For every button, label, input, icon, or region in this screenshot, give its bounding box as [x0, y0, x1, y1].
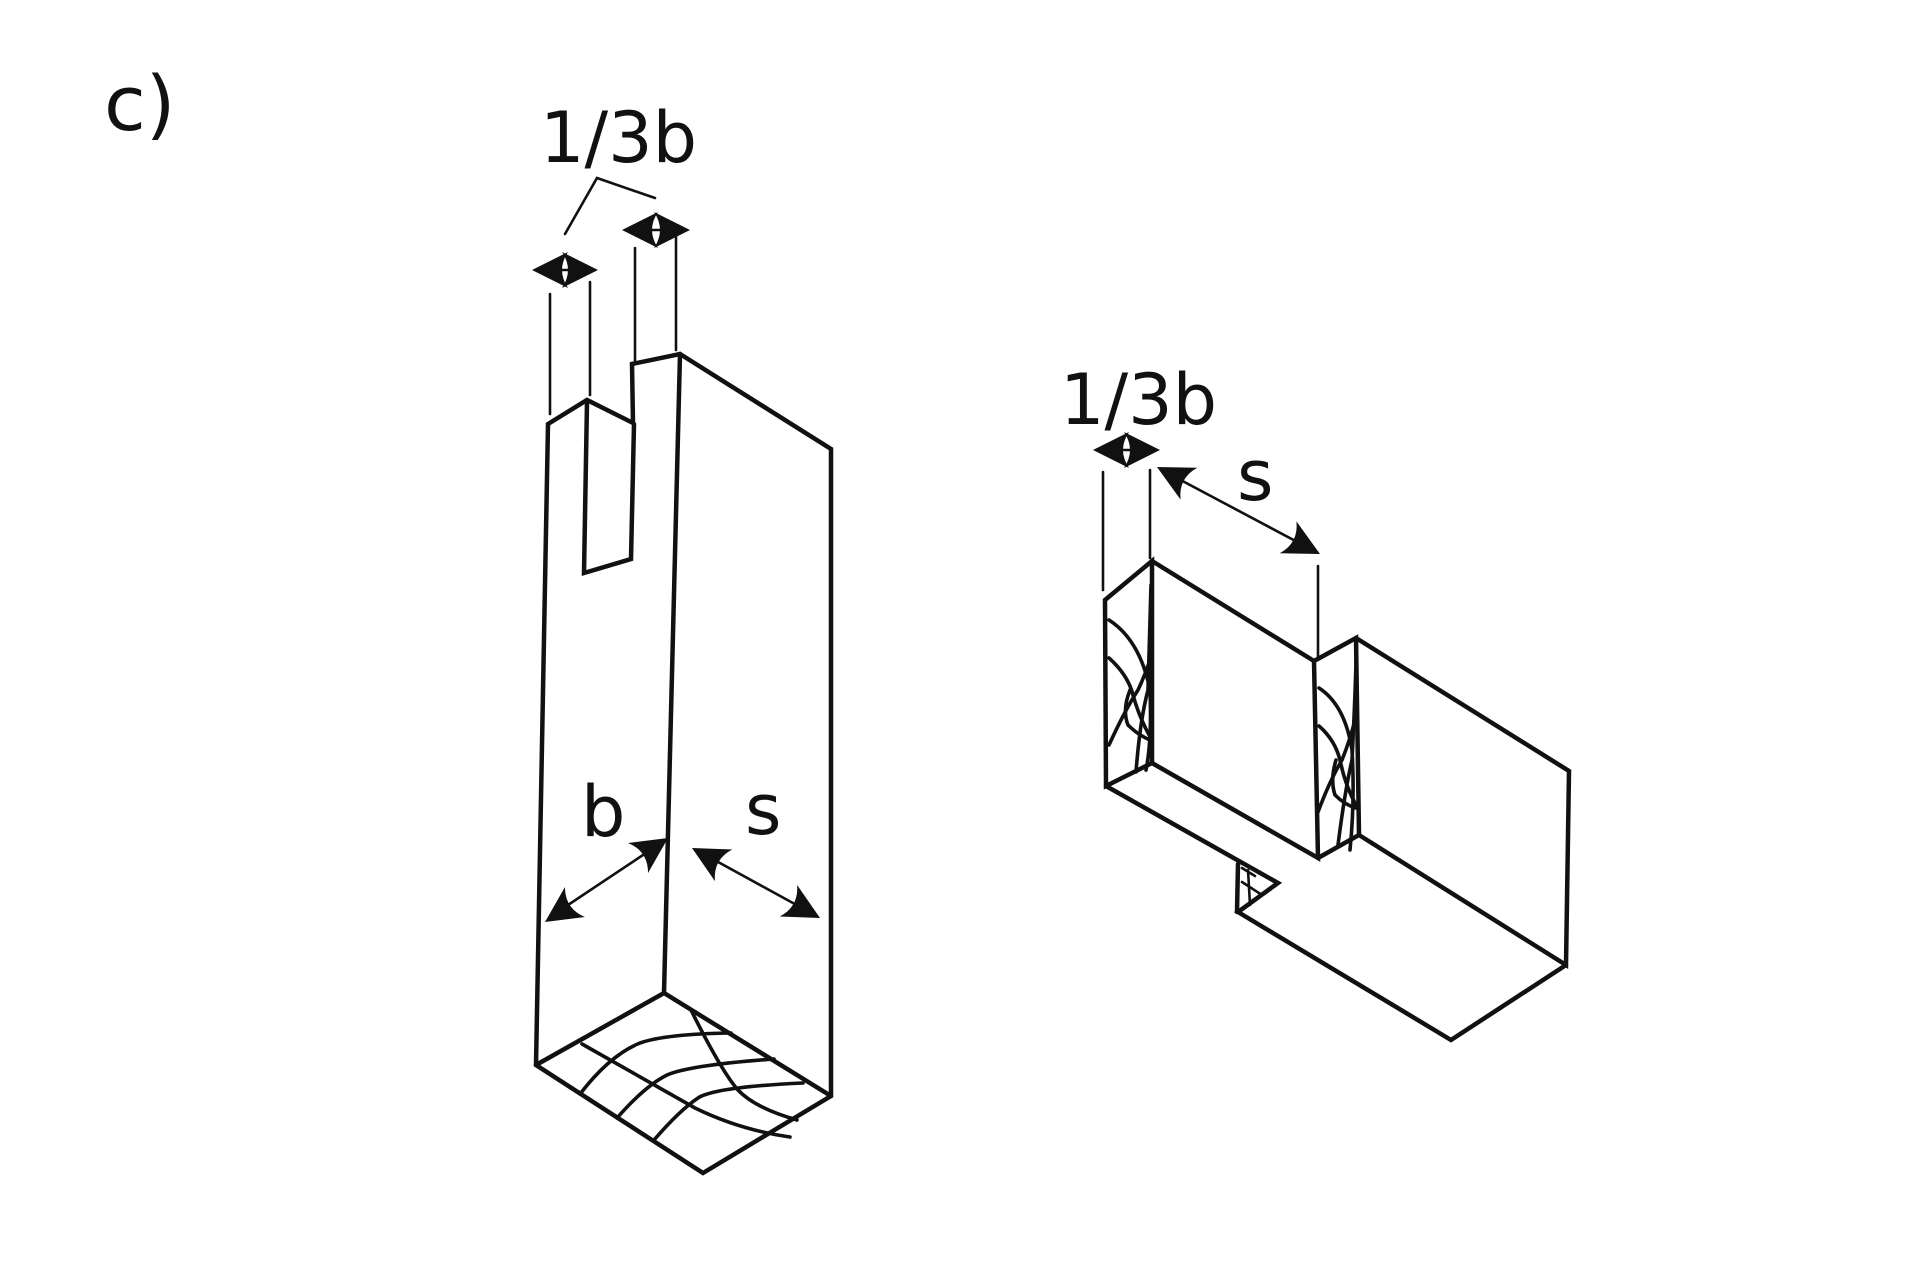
- left-piece-top-dimension: 1/3b: [532, 97, 697, 416]
- part-label: c): [104, 59, 175, 148]
- left-piece-grain: [578, 1010, 805, 1142]
- right-piece-grain-front: [1107, 583, 1154, 774]
- left-piece-slot: [581, 399, 637, 577]
- left-piece: [533, 351, 834, 1176]
- left-piece-width-label: b: [581, 771, 625, 853]
- right-piece-notch-hatching: [1240, 866, 1264, 907]
- right-piece-first-block-top: [1149, 558, 1321, 862]
- left-piece-end-face: [533, 990, 834, 1099]
- right-piece-grain-step: [1316, 660, 1358, 852]
- right-piece: [1102, 556, 1572, 1043]
- left-piece-depth-label: s: [745, 769, 781, 851]
- right-piece-depth-label: s: [1237, 435, 1273, 517]
- right-piece-notch: [1234, 861, 1241, 915]
- left-piece-outline: [533, 351, 834, 1176]
- right-piece-top-dimension: 1/3b: [1060, 359, 1217, 592]
- left-piece-depth-dimension: s: [683, 769, 829, 934]
- right-piece-main-block: [1353, 635, 1572, 970]
- right-piece-depth-dimension: s: [1148, 435, 1329, 660]
- left-piece-width-dimension: b: [535, 771, 678, 937]
- right-piece-top-dim-label: 1/3b: [1060, 359, 1217, 441]
- left-piece-top-dim-label: 1/3b: [540, 97, 697, 179]
- left-piece-front-edge: [661, 351, 683, 996]
- right-piece-lower-edge: [1103, 783, 1569, 1043]
